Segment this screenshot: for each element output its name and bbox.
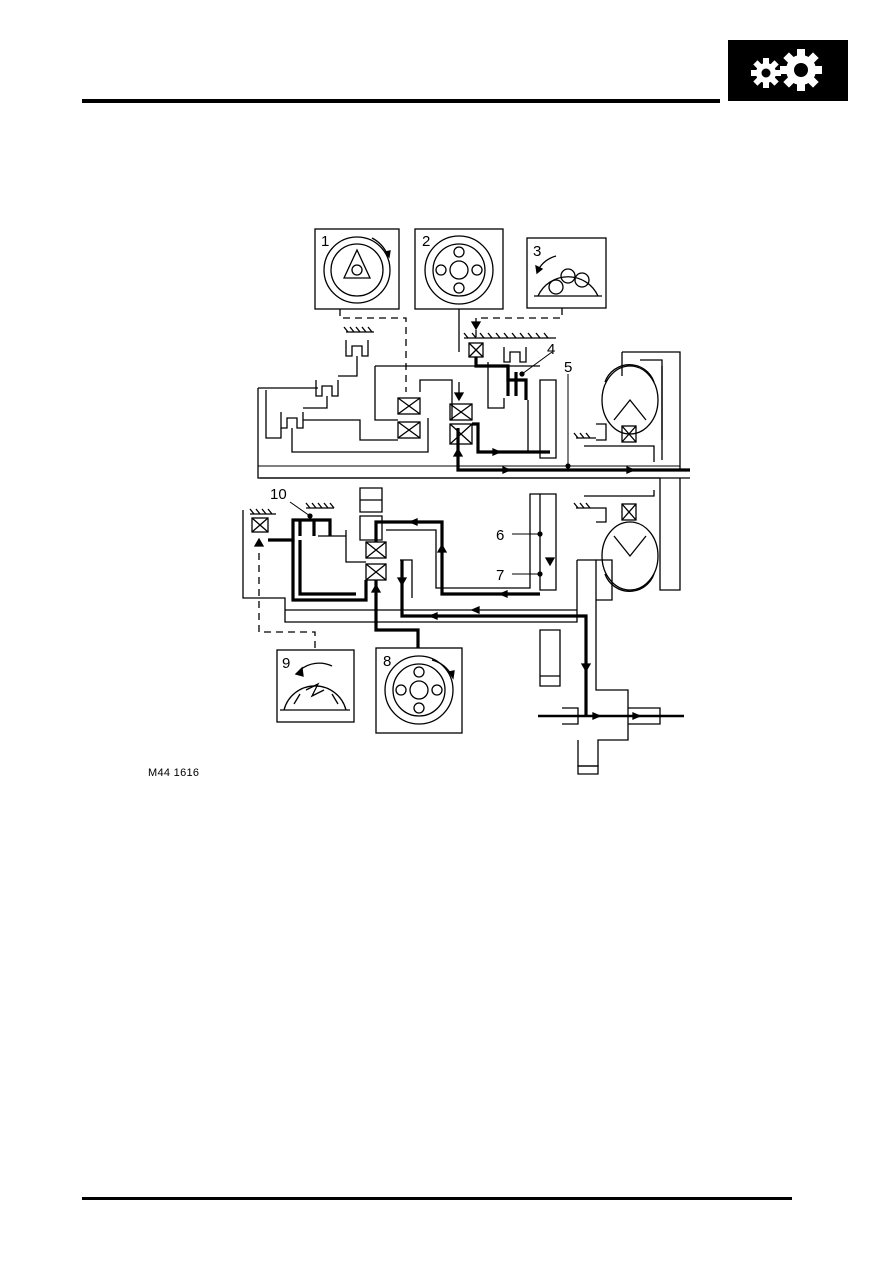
callout-7: 7 xyxy=(496,567,504,584)
callout-labels: 1 2 3 4 5 6 7 8 9 10 xyxy=(270,233,572,672)
callout-leaders xyxy=(289,351,569,575)
transmission-housing xyxy=(242,387,690,623)
upper-bearing-heavy xyxy=(449,423,636,474)
callout-6: 6 xyxy=(496,527,504,544)
inset-3-one-way-clutch xyxy=(526,237,607,309)
footer-rule xyxy=(82,1197,792,1200)
callout-1: 1 xyxy=(321,233,329,250)
inset-leader-lines xyxy=(258,308,563,648)
callout-9: 9 xyxy=(282,655,290,672)
gears-icon xyxy=(751,49,822,91)
inset-1-pump-rotation xyxy=(314,228,400,310)
inset-9-band-brake xyxy=(276,649,355,723)
upper-clutch-pack xyxy=(265,321,557,459)
output-shaft-assembly xyxy=(538,559,684,775)
torque-converter-upper xyxy=(573,351,681,470)
callout-dots xyxy=(307,371,571,577)
callout-8: 8 xyxy=(383,653,391,670)
callout-2: 2 xyxy=(422,233,430,250)
lower-flow-arrows xyxy=(370,518,592,673)
upper-power-path xyxy=(456,357,690,472)
section-badge xyxy=(728,40,848,101)
callout-10: 10 xyxy=(270,486,287,503)
inset-8-gear-set xyxy=(375,647,463,734)
torque-converter-lower xyxy=(573,478,681,601)
figure-reference: M44 1616 xyxy=(148,767,200,779)
callout-3: 3 xyxy=(533,243,541,260)
header-rule xyxy=(82,99,720,103)
callout-4: 4 xyxy=(547,341,555,358)
callout-5: 5 xyxy=(564,359,572,376)
lower-clutch-pack xyxy=(249,487,557,598)
